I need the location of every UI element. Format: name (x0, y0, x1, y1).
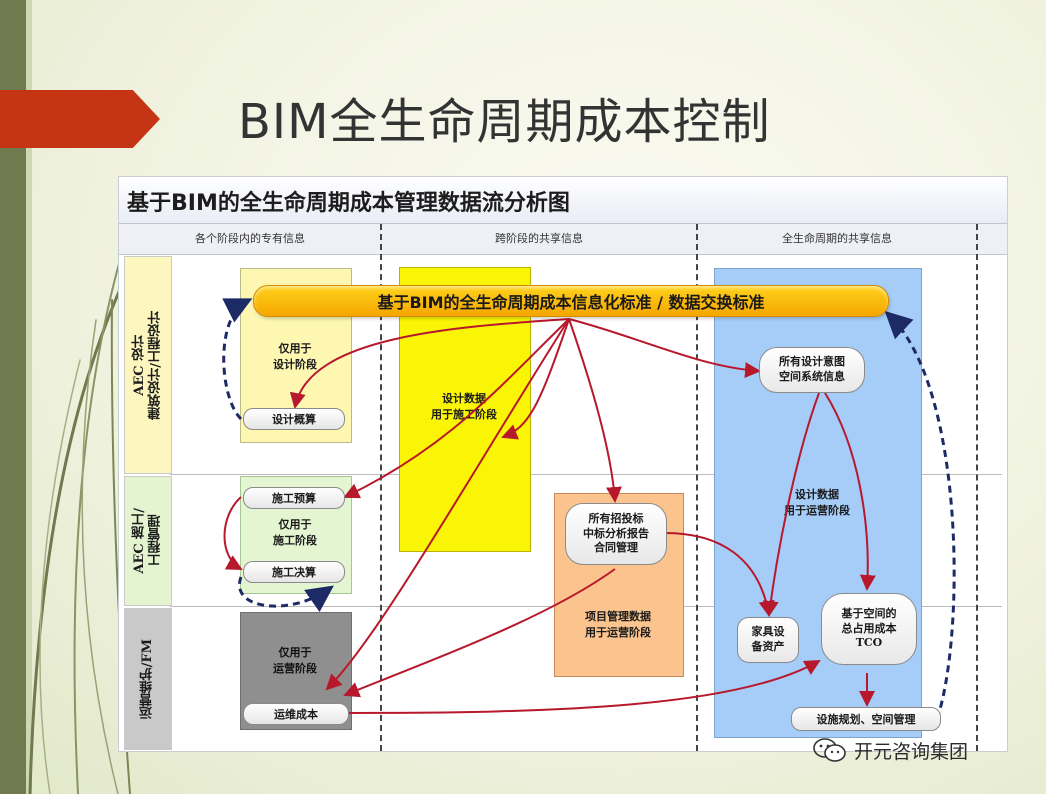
column-divider (976, 224, 978, 751)
row-label-operation: 运营维护/FM (124, 608, 172, 750)
diagram-title: 基于BIM的全生命周期成本管理数据流分析图 (127, 191, 570, 216)
diagram-panel: 基于BIM的全生命周期成本管理数据流分析图 各个阶段内的专有信息 跨阶段的共享信… (118, 176, 1008, 752)
node-design-estimate: 设计概算 (243, 408, 345, 430)
node-tco: 基于空间的 总占用成本 TCO (821, 593, 917, 665)
node-furniture-assets: 家具设 备资产 (737, 617, 799, 663)
diagram-header: 基于BIM的全生命周期成本管理数据流分析图 (119, 177, 1007, 224)
node-construction-settlement: 施工决算 (243, 561, 345, 583)
column-header-stage-specific: 各个阶段内的专有信息 (195, 232, 305, 245)
label-design-only: 仅用于 设计阶段 (273, 342, 317, 371)
wechat-icon (813, 738, 846, 762)
label-operation-only: 仅用于 运营阶段 (273, 646, 317, 675)
label-project-data-operation: 项目管理数据 用于运营阶段 (585, 610, 651, 639)
column-divider (696, 224, 698, 751)
column-header-lifecycle: 全生命周期的共享信息 (782, 232, 892, 245)
node-construction-budget: 施工预算 (243, 487, 345, 509)
watermark-text: 开元咨询集团 (854, 740, 969, 763)
label-design-data-operation: 设计数据 用于运营阶段 (784, 488, 850, 517)
column-header-row: 各个阶段内的专有信息 跨阶段的共享信息 全生命周期的共享信息 (119, 224, 1007, 255)
arrow-budget-to-settlement (223, 496, 243, 570)
node-bidding-contract: 所有招投标 中标分析报告 合同管理 (565, 503, 667, 565)
title-arrow-marker (0, 90, 160, 148)
node-om-cost: 运维成本 (243, 703, 349, 725)
label-construction-only: 仅用于 施工阶段 (273, 518, 317, 547)
row-label-design: AEC 设计 建筑设计/工程设计 (124, 256, 172, 474)
row-label-construction: AEC 施工/ 工程管理 (124, 476, 172, 606)
column-header-cross-stage: 跨阶段的共享信息 (495, 232, 583, 245)
watermark: 开元咨询集团 (812, 735, 968, 765)
slide-title: BIM全生命周期成本控制 (238, 94, 771, 150)
node-facility-planning: 设施规划、空间管理 (791, 707, 941, 731)
label-design-data-construction: 设计数据 用于施工阶段 (431, 392, 497, 421)
node-design-intent: 所有设计意图 空间系统信息 (759, 347, 865, 393)
standards-banner: 基于BIM的全生命周期成本信息化标准 / 数据交换标准 (253, 285, 889, 317)
